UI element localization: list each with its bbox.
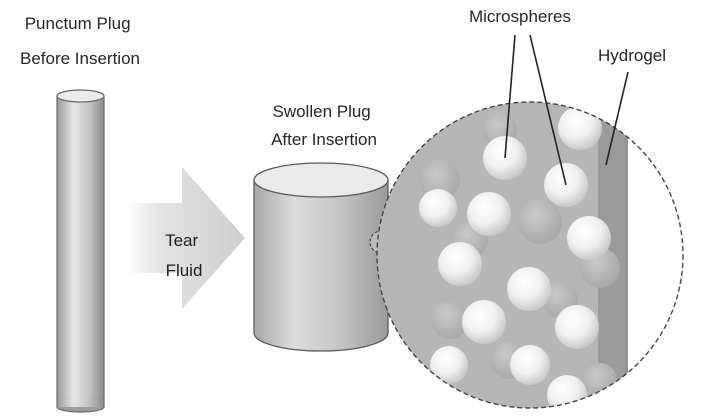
hydrogel-leader — [605, 71, 629, 166]
microsphere — [555, 305, 599, 349]
tear-fluid-label: Tear Fluid — [165, 231, 203, 280]
microspheres-leader-left — [504, 34, 516, 159]
magnified-view-outline — [376, 101, 684, 409]
microsphere — [547, 375, 587, 408]
microsphere — [419, 189, 457, 227]
microspheres-leader-right — [529, 34, 567, 186]
microsphere — [467, 192, 511, 236]
microsphere — [438, 242, 482, 286]
magnified-view — [376, 101, 684, 409]
microsphere — [430, 346, 468, 384]
tear-fluid-arrow — [126, 167, 245, 309]
plug-before-insertion — [56, 89, 105, 413]
microsphere — [507, 267, 551, 311]
hydrogel-label: Hydrogel — [598, 46, 666, 65]
plug-before-label: Punctum Plug Before Insertion — [20, 14, 140, 68]
microsphere — [462, 300, 506, 344]
plug-after-insertion — [253, 162, 389, 352]
microsphere — [567, 216, 611, 260]
plug-after-label: Swollen Plug After Insertion — [271, 102, 377, 149]
microspheres-label: Microspheres — [469, 7, 571, 26]
microsphere — [558, 106, 602, 150]
microsphere — [510, 345, 550, 385]
